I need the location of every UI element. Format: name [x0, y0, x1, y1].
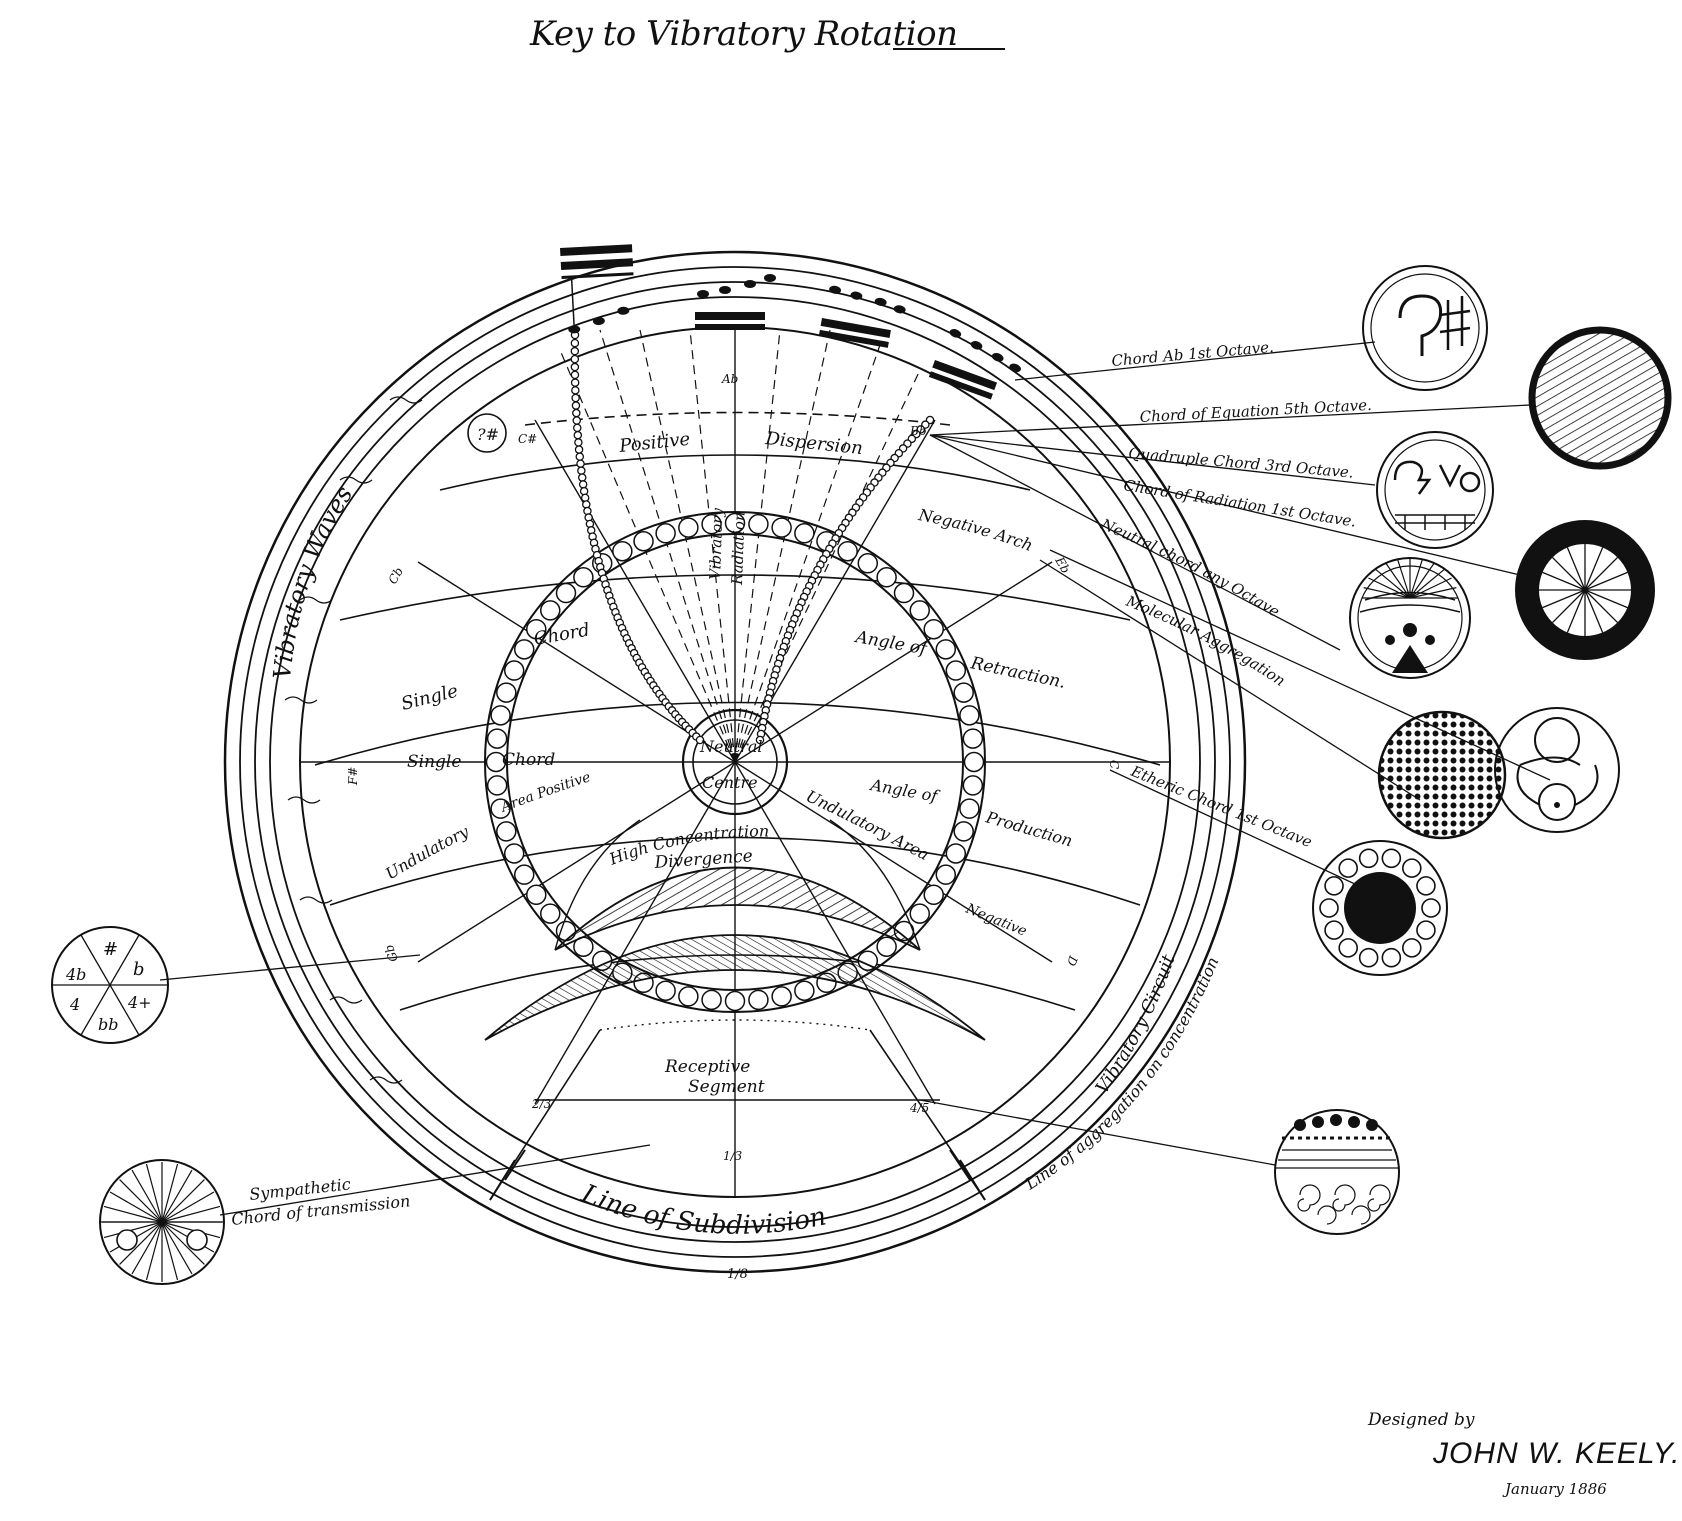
label-chord-2: Chord — [502, 750, 555, 770]
note-right-lower: D — [1064, 953, 1081, 968]
label-neutral: Neutral — [699, 737, 763, 756]
symbol-quadruple-chord — [1376, 431, 1494, 549]
title-rule — [893, 48, 1005, 50]
label-segment: Segment — [688, 1077, 765, 1097]
label-centre: Centre — [702, 773, 758, 792]
bead-chains — [570, 330, 935, 745]
note-left-lower: Gb — [382, 943, 401, 964]
label-positive: Positive — [617, 429, 691, 457]
label-vibratory: Vibratory — [706, 507, 727, 580]
label-etheric-chord: Etheric Chord 1st Octave — [1128, 762, 1315, 852]
note-left-mid: Cb — [385, 565, 406, 587]
music-staves — [560, 244, 1021, 400]
symbol-sympathetic-disc — [99, 1159, 225, 1285]
label-production: Production — [983, 807, 1075, 850]
symbol-etheric-head — [1494, 707, 1620, 833]
symbol-left-pie: # b 4+ bb 4 4b — [51, 926, 169, 1044]
note-top-right: Bb — [909, 424, 927, 438]
design-date: January 1886 — [1505, 1480, 1607, 1498]
label-receptive: Receptive — [664, 1057, 750, 1077]
neutral-centre — [681, 708, 789, 816]
note-bottom-left: 2/3 — [531, 1097, 552, 1111]
label-angle-of-production: Angle of — [867, 775, 942, 806]
label-undulatory-positive: Undulatory — [382, 821, 473, 883]
note-bottom-mid: 1/3 — [723, 1149, 743, 1163]
label-negative-arch: Negative Arch — [916, 505, 1035, 555]
note-bottom-right: 4/5 — [909, 1101, 929, 1115]
pie-flat: b — [133, 959, 145, 980]
label-single-1: Single — [399, 681, 460, 715]
page-title: Key to Vibratory Rotation — [530, 14, 958, 54]
designer-name: JOHN W. KEELY. — [1433, 1437, 1681, 1470]
arch-lines — [314, 411, 1161, 1011]
label-chord-equation: Chord of Equation 5th Octave. — [1139, 396, 1372, 426]
pie-natural: 4 — [69, 995, 80, 1014]
outer-ring-4 — [269, 296, 1201, 1228]
labels: Positive Dispersion Vibratory Radiation … — [230, 338, 1372, 1282]
symbol-molecular-aggregation — [1377, 710, 1507, 840]
pie-sharp: # — [103, 939, 118, 960]
symbol-chord-equation — [1528, 326, 1672, 470]
symbol-chord-radiation — [1515, 520, 1655, 660]
note-right: C — [1107, 760, 1121, 769]
label-quadruple-chord: Quadruple Chord 3rd Octave. — [1128, 444, 1355, 482]
concentration-crescent — [484, 819, 986, 1041]
designed-by: Designed by — [1368, 1410, 1475, 1430]
note-right-upper: Eb — [1052, 554, 1073, 576]
outer-ring-3 — [254, 281, 1216, 1243]
label-vibratory-waves: Vibratory Waves — [268, 481, 358, 680]
label-single-2: Single — [407, 752, 461, 772]
note-left: F# — [346, 767, 360, 786]
pie-double-flat: bb — [98, 1015, 118, 1034]
receptive-segment — [489, 1029, 986, 1201]
label-area-positive: Area Positive — [497, 769, 593, 816]
vibratory-waves-marks — [284, 396, 423, 1084]
radiation-dashes — [559, 329, 921, 763]
label-line-of-subdivision: Line of Subdivision — [576, 1178, 828, 1240]
pie-natural-flat: 4b — [65, 965, 86, 984]
label-retraction: Retraction. — [968, 653, 1067, 693]
inner-bead-ring — [484, 511, 986, 1013]
symbol-aggregation-disc — [1274, 1109, 1400, 1235]
symbol-etheric-chord — [1312, 840, 1448, 976]
symbol-c-sharp-small: ?# — [467, 413, 507, 453]
pie-natural-plus: 4+ — [127, 993, 152, 1012]
note-bottom: 1/8 — [727, 1267, 748, 1282]
label-dispersion: Dispersion — [763, 428, 863, 459]
label-chord-ab: Chord Ab 1st Octave. — [1111, 338, 1275, 370]
label-radiation: Radiation — [728, 511, 749, 586]
label-angle-of-retraction: Angle of — [852, 627, 931, 660]
symbol-neutral-chord — [1349, 557, 1471, 679]
symbol-chord-ab — [1362, 265, 1488, 391]
outer-ring-1 — [223, 250, 1247, 1274]
outer-ring-2 — [239, 266, 1231, 1258]
note-top: Ab — [721, 372, 738, 386]
label-negative: Negative — [963, 900, 1029, 939]
svg-text:?#: ?# — [477, 425, 499, 444]
note-left-upper: C# — [518, 432, 537, 446]
